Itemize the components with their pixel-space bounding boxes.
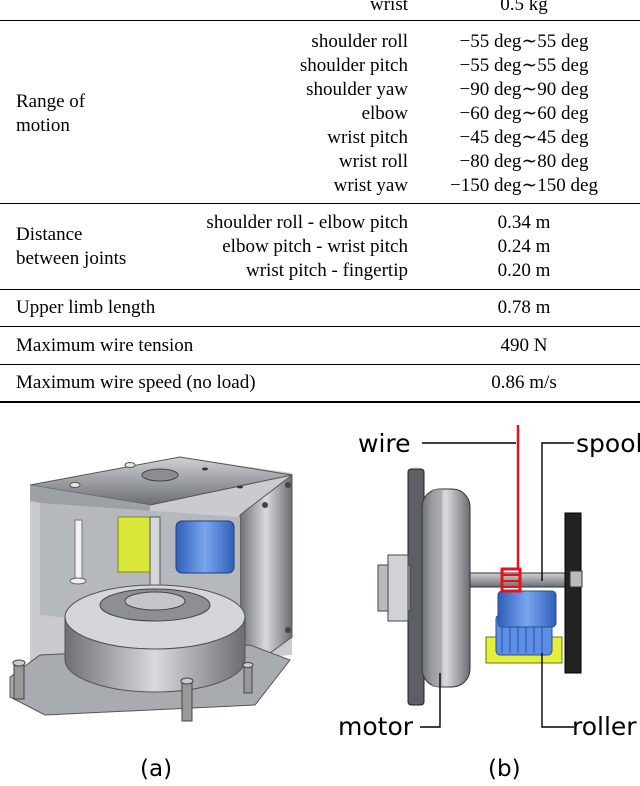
table-row-sub: shoulder pitch [299,55,408,76]
table-row-sub: shoulder yaw [306,79,408,100]
table-row-sub: shoulder roll [311,31,408,52]
actuator-illustration [9,425,583,728]
upper-limb-length-label: Upper limb length [16,297,156,318]
roller-label: roller [572,712,637,741]
table-row-value: −150 deg∼150 deg [449,175,599,196]
actuator-figure: wire spool motor roller (a) (b) [0,405,640,786]
table-row-wrist-value: 0.5 kg [500,0,548,15]
table-row-sub: elbow [361,103,408,124]
range-of-motion-label-line2: motion [16,115,70,136]
table-row-sub: wrist pitch - fingertip [246,260,408,281]
table-row-sub: elbow pitch - wrist pitch [222,236,408,257]
table-divider [0,326,640,327]
actuator-diagram-b [377,425,583,728]
table-row-value: −55 deg∼55 deg [459,31,589,52]
table-divider [0,289,640,290]
caption-b: (b) [488,756,521,782]
table-row-sub: wrist pitch [327,127,408,148]
table-bottom-rule [0,401,640,403]
motor-label: motor [338,712,414,741]
upper-limb-length-value: 0.78 m [497,297,551,318]
actuator-photo-a [9,456,293,722]
table-row-sub: shoulder roll - elbow pitch [206,212,408,233]
table-divider [0,203,640,204]
table-row-value: −45 deg∼45 deg [459,127,589,148]
max-wire-speed-label: Maximum wire speed (no load) [16,372,256,393]
table-row-value: −60 deg∼60 deg [459,103,589,124]
distance-label-line1: Distance [16,224,83,245]
distance-label-line2: between joints [16,248,127,269]
table-row-value: 0.20 m [497,260,551,281]
range-of-motion-label-line1: Range of [16,91,86,112]
max-wire-tension-value: 490 N [500,335,548,356]
table-row-value: −55 deg∼55 deg [459,55,589,76]
table-row-sub: wrist yaw [333,175,408,196]
table-row-sub: wrist roll [338,151,408,172]
max-wire-speed-value: 0.86 m/s [491,372,557,393]
table-row-value: 0.24 m [497,236,551,257]
table-row-value: −80 deg∼80 deg [459,151,589,172]
max-wire-tension-label: Maximum wire tension [16,335,194,356]
table-row-value: 0.34 m [497,212,551,233]
spool-label: spool [576,429,640,458]
table-divider [0,364,640,365]
table-divider [0,20,640,21]
wire-label: wire [358,429,411,458]
table-row-value: −90 deg∼90 deg [459,79,589,100]
caption-a: (a) [140,756,173,782]
table-row-wrist-sub: wrist [370,0,408,15]
